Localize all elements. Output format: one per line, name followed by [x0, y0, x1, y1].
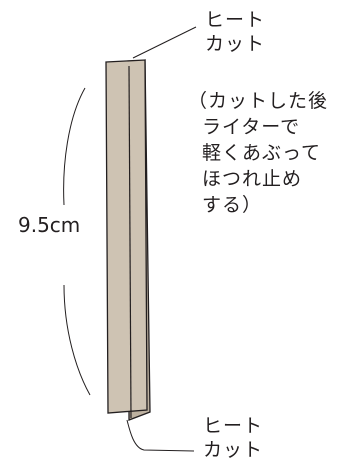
- bottom-label-line-1: ヒート: [203, 415, 264, 437]
- note-line-1: （カットした後: [188, 90, 329, 112]
- bottom-label-line-2: カット: [203, 439, 264, 461]
- note-line-4: ほつれ止め: [202, 168, 303, 190]
- top-label-line-2: カット: [205, 33, 266, 55]
- ribbon-front: [105, 59, 148, 414]
- note-line-5: する）: [202, 194, 263, 216]
- top-leader-line: [132, 26, 197, 59]
- bottom-leader-line: [126, 419, 195, 452]
- top-heat-cut-label: ヒート カット: [205, 8, 265, 56]
- note-line-2: ライターで: [202, 116, 301, 138]
- ribbon-fold-line: [128, 65, 132, 419]
- dimension-arc-lower: [63, 284, 91, 396]
- dimension-arc-upper: [63, 87, 86, 206]
- instruction-note: （カットした後 ライターで 軽くあぶって ほつれ止め する）: [188, 88, 328, 218]
- length-label: 9.5cm: [18, 213, 81, 237]
- bottom-heat-cut-label: ヒート カット: [203, 414, 263, 462]
- note-line-3: 軽くあぶって: [202, 142, 322, 164]
- top-label-line-1: ヒート: [205, 9, 266, 31]
